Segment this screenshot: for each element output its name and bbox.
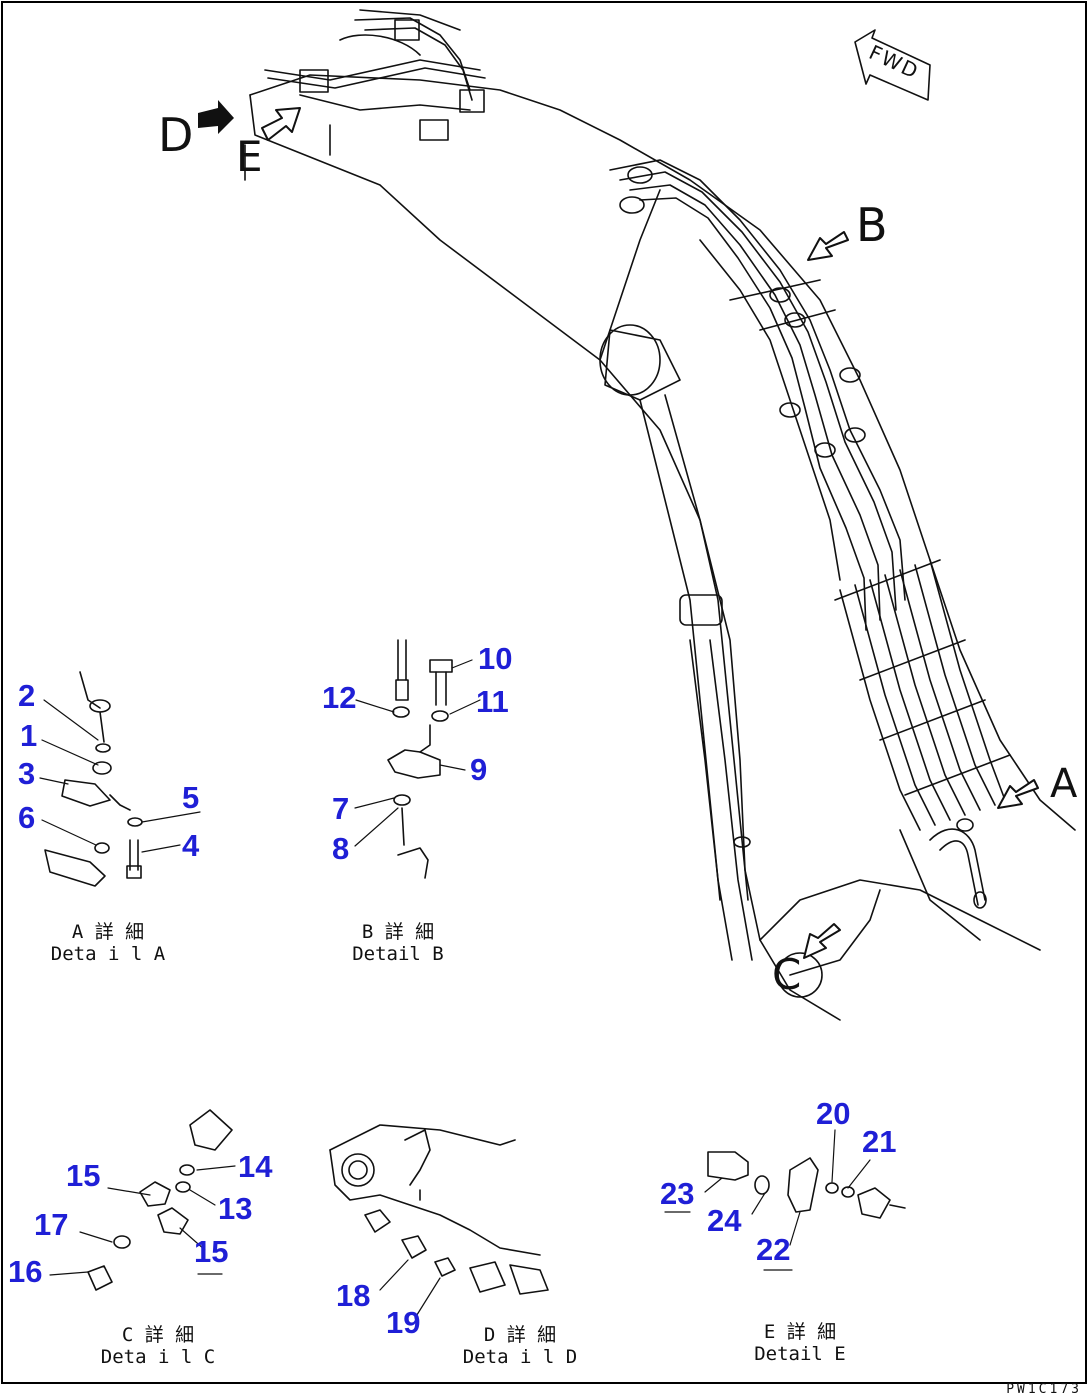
- upper-piping: [244, 9, 486, 181]
- detail-b-drawing: [387, 639, 453, 879]
- caption-detail-c-en: Deta i l C: [100, 1345, 216, 1368]
- callout-1: 1: [20, 718, 38, 753]
- boom-cylinder: [599, 324, 881, 998]
- callout-4: 4: [182, 828, 200, 863]
- callout-7: 7: [332, 791, 350, 826]
- callout-22: 22: [756, 1232, 791, 1267]
- caption-detail-c: C 詳 細 Deta i l C: [98, 1324, 218, 1369]
- callout-20: 20: [816, 1096, 851, 1131]
- hose-bundle: [834, 559, 1011, 909]
- view-marker-e: E: [236, 132, 263, 181]
- callout-15-bottom: 15: [194, 1234, 229, 1269]
- callout-23: 23: [660, 1176, 695, 1211]
- callout-10: 10: [478, 641, 513, 676]
- callout-8: 8: [332, 831, 350, 866]
- caption-detail-d-en: Deta i l D: [462, 1345, 578, 1368]
- view-marker-c: C: [772, 950, 802, 999]
- caption-detail-b-en: Detail B: [352, 942, 444, 965]
- view-arrow-c: [803, 923, 841, 959]
- callout-11: 11: [476, 684, 509, 719]
- view-marker-d: D: [158, 108, 194, 162]
- caption-detail-b-jp: B 詳 細: [361, 921, 435, 943]
- detail-c-drawing: [87, 1109, 233, 1291]
- detail-a-drawing: [44, 671, 143, 887]
- callout-16: 16: [8, 1254, 43, 1289]
- view-arrow-b: [807, 231, 849, 261]
- caption-detail-e: E 詳 細 Detail E: [740, 1321, 860, 1366]
- callout-24: 24: [707, 1203, 742, 1238]
- callout-15-top: 15: [66, 1158, 101, 1193]
- boom-outline: [249, 74, 1076, 1021]
- callout-9: 9: [470, 752, 488, 787]
- caption-detail-a: A 詳 細 Deta i l A: [48, 921, 168, 966]
- callout-5: 5: [182, 780, 200, 815]
- view-arrow-d: [198, 100, 234, 134]
- fwd-arrow: [854, 29, 931, 101]
- callout-18: 18: [336, 1278, 371, 1313]
- boom-piping: [609, 159, 906, 631]
- callout-19: 19: [386, 1305, 421, 1340]
- caption-detail-b: B 詳 細 Detail B: [338, 921, 458, 966]
- view-arrow-e: [261, 107, 301, 141]
- caption-detail-a-en: Deta i l A: [50, 942, 166, 965]
- caption-detail-e-en: Detail E: [754, 1342, 846, 1365]
- view-marker-b: B: [856, 198, 888, 252]
- caption-detail-e-jp: E 詳 細: [763, 1321, 837, 1343]
- callout-21: 21: [862, 1124, 897, 1159]
- detail-e-drawing: [707, 1151, 906, 1219]
- callout-13: 13: [218, 1191, 253, 1226]
- view-arrow-a: [997, 779, 1039, 809]
- caption-detail-d: D 詳 細 Deta i l D: [460, 1324, 580, 1369]
- caption-detail-d-jp: D 詳 細: [483, 1324, 557, 1346]
- drawing-code: PW1C173: [1006, 1382, 1082, 1397]
- view-marker-a: A: [1050, 761, 1078, 807]
- leader-lines: [39, 659, 871, 1319]
- callout-12: 12: [322, 680, 357, 715]
- caption-detail-c-jp: C 詳 細: [121, 1324, 195, 1346]
- callout-6: 6: [18, 800, 36, 835]
- callout-17: 17: [34, 1207, 69, 1242]
- detail-d-drawing: [329, 1124, 549, 1295]
- callout-2: 2: [18, 678, 36, 713]
- callout-14: 14: [238, 1149, 273, 1184]
- caption-detail-a-jp: A 詳 細: [71, 921, 145, 943]
- callout-3: 3: [18, 756, 36, 791]
